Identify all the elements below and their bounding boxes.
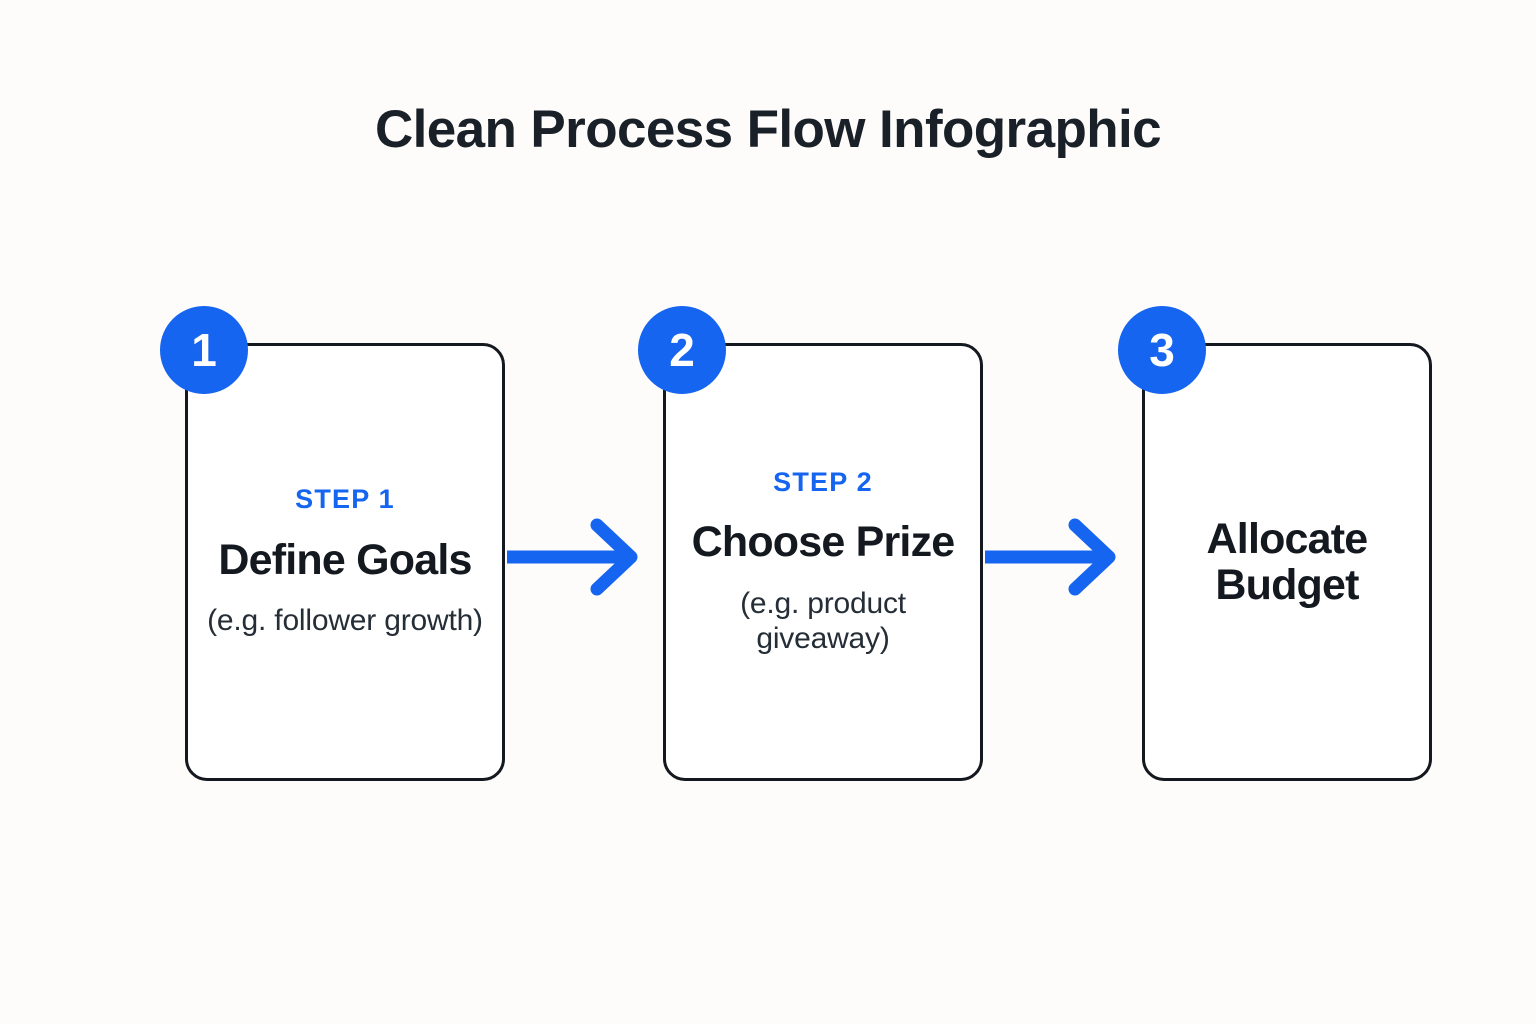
step-label-2: STEP 2 — [773, 466, 873, 497]
step-badge-1: 1 — [160, 306, 248, 394]
step-heading-3: Allocate Budget — [1206, 514, 1369, 609]
arrow-1-to-2-icon — [507, 518, 638, 596]
step-heading-2: Choose Prize — [691, 518, 956, 567]
arrow-2-to-3-icon — [985, 518, 1116, 596]
step-badge-3: 3 — [1118, 306, 1206, 394]
step-caption-1: (e.g. follower growth) — [207, 604, 483, 638]
step-card-2-content: STEP 2 Choose Prize (e.g. product giveaw… — [684, 466, 962, 657]
step-card-3-content: Allocate Budget — [1163, 514, 1411, 609]
step-label-1: STEP 1 — [295, 484, 395, 515]
step-badge-2: 2 — [638, 306, 726, 394]
step-card-3[interactable]: Allocate Budget — [1142, 343, 1432, 781]
step-card-1-content: STEP 1 Define Goals (e.g. follower growt… — [206, 485, 484, 639]
step-card-1[interactable]: STEP 1 Define Goals (e.g. follower growt… — [185, 343, 505, 781]
page-title: Clean Process Flow Infographic — [374, 100, 1162, 159]
step-caption-2: (e.g. product giveaway) — [740, 586, 906, 656]
step-heading-1: Define Goals — [218, 535, 472, 584]
step-card-2[interactable]: STEP 2 Choose Prize (e.g. product giveaw… — [663, 343, 983, 781]
